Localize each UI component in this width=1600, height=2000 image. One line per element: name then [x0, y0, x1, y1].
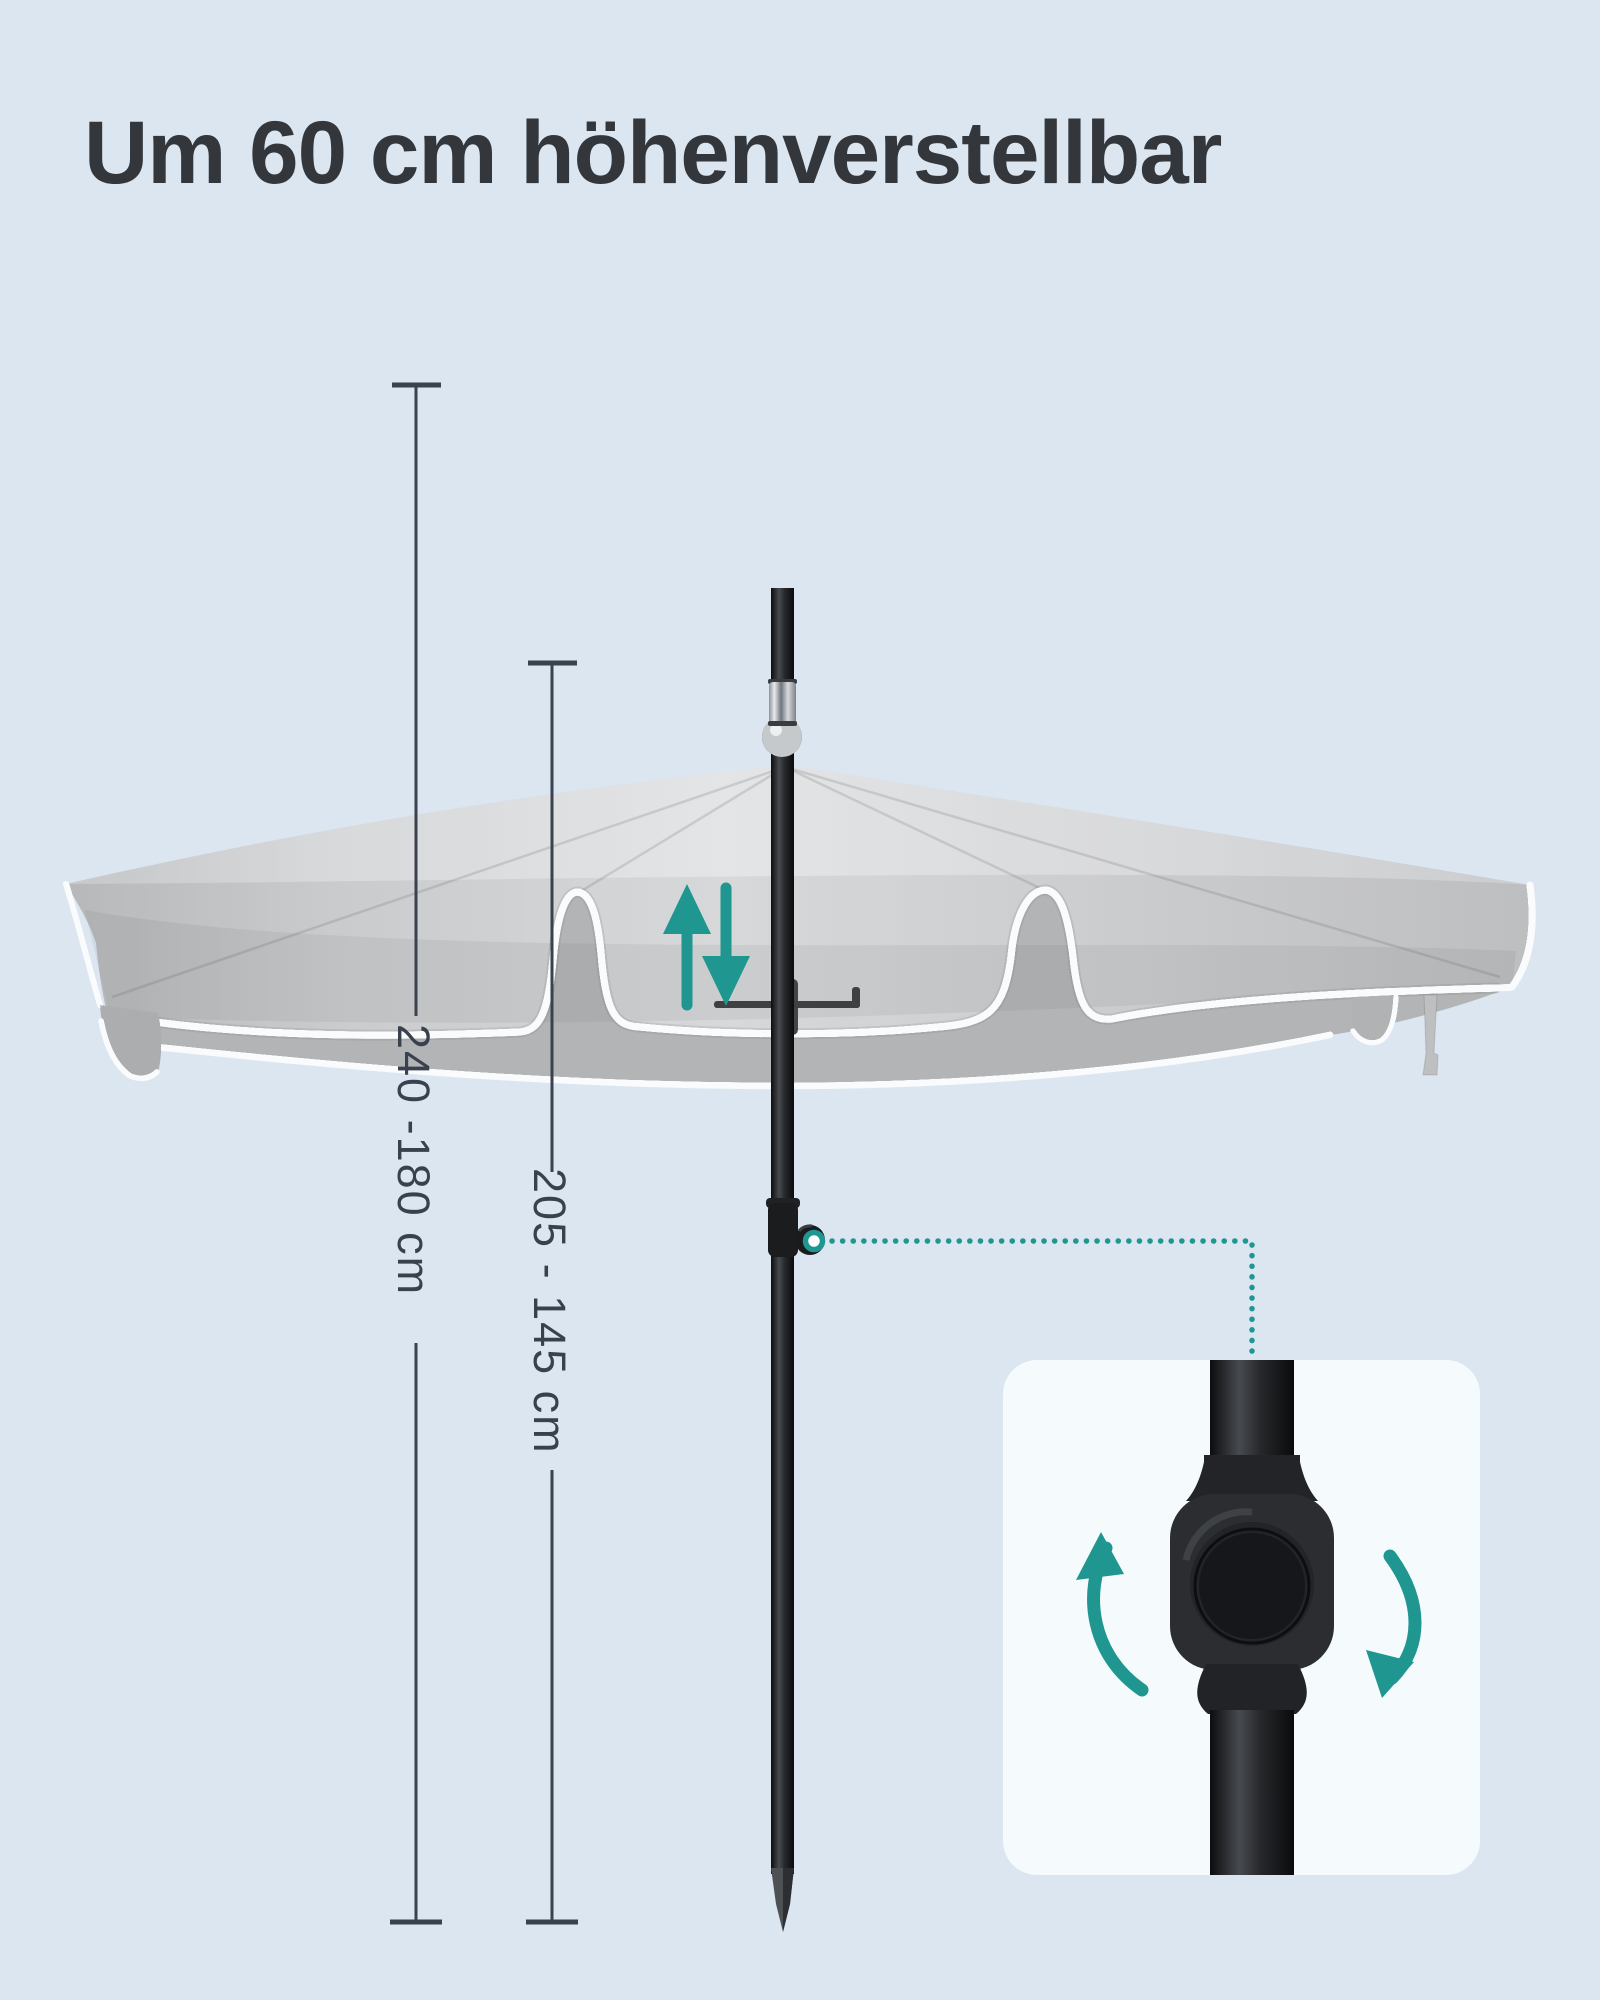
detail-upper-pole [1210, 1360, 1294, 1468]
tilt-knob-detail [1170, 1360, 1334, 1875]
measurement-line-pole [526, 660, 578, 1925]
detail-upper-collar [1186, 1455, 1318, 1501]
detail-lower-collar [1197, 1664, 1307, 1714]
measure-label-overall-height: 240 -180 cm [388, 1024, 439, 1297]
spike-shade [783, 1868, 794, 1932]
up-arrow-icon [663, 884, 711, 1011]
detail-lower-pole [1210, 1710, 1294, 1875]
knob-inner-dial [1199, 1533, 1305, 1639]
ghost-umbrella-lowered [66, 717, 1532, 1087]
tilt-joint-ring-marker [802, 1229, 826, 1253]
measure-label-pole-height: 205 - 145 cm [524, 1168, 575, 1455]
down-arrow-icon [702, 882, 750, 1006]
knob-bevel-highlight [1182, 1508, 1253, 1561]
raise-lower-arrows [663, 882, 750, 1011]
page-title: Um 60 cm höhenverstellbar [84, 102, 1222, 202]
rotate-up-arrow-icon [1076, 1532, 1149, 1697]
measurement-line-overall [390, 382, 442, 1925]
ghost-finial-highlight [770, 724, 782, 736]
height-adjustment-clamp [768, 679, 797, 726]
dotted-connector-line [829, 1238, 1255, 1359]
knob-rim [1193, 1527, 1311, 1645]
rotate-down-arrow-icon [1366, 1549, 1422, 1698]
